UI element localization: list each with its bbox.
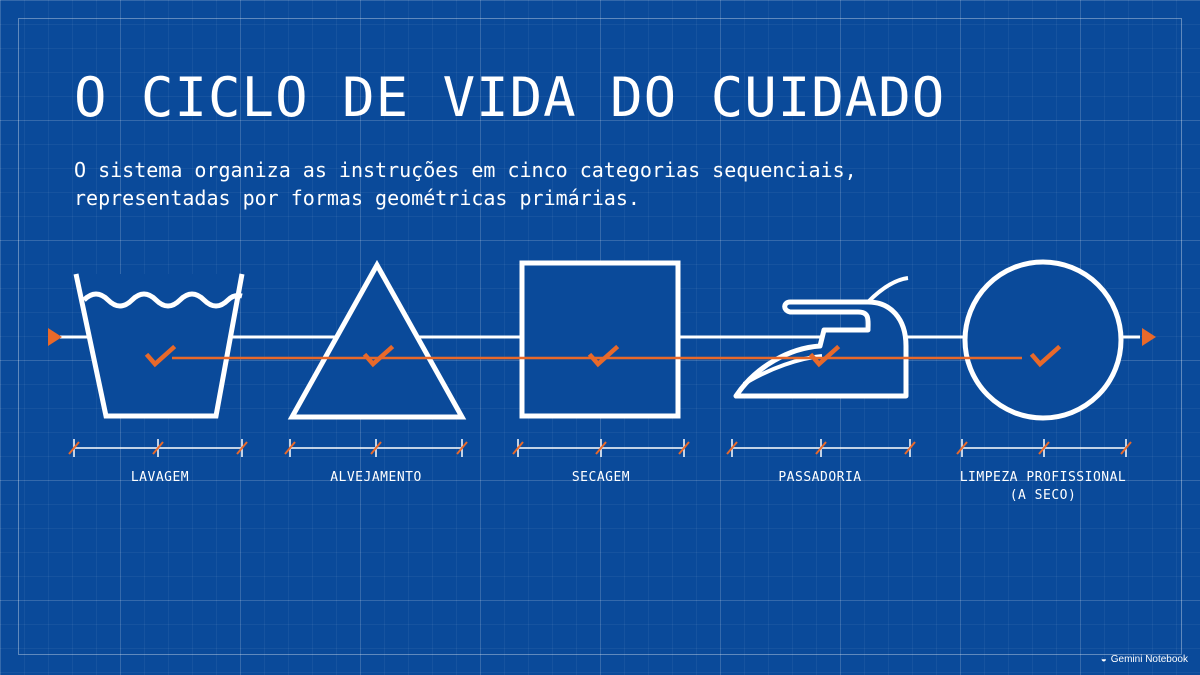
label-a-seco: (A SECO): [1010, 488, 1077, 503]
scale-tick-mark: [512, 441, 524, 455]
flow-start-arrow-icon: [48, 328, 62, 346]
circle-icon: [962, 259, 1124, 421]
scale-tick-mark: [1038, 441, 1050, 455]
check-icon: [362, 344, 395, 368]
label-lavagem: LAVAGEM: [131, 470, 189, 485]
iron-icon: [733, 276, 909, 399]
flow-end-arrow-icon: [1142, 328, 1156, 346]
dimension-scales: [68, 439, 1132, 457]
blueprint-frame: [18, 18, 1182, 655]
scale-tick-mark: [595, 441, 607, 455]
notebook-logo-icon: ◒: [1100, 654, 1107, 665]
check-icon: [144, 344, 177, 368]
brand-watermark: ◒ Gemini Notebook: [1101, 654, 1188, 665]
scale-tick-mark: [236, 441, 248, 455]
scale-tick-mark: [456, 441, 468, 455]
scale-tick-mark: [1120, 441, 1132, 455]
label-secagem: SECAGEM: [572, 470, 630, 485]
subtitle-line-1: O sistema organiza as instruções em cinc…: [74, 158, 857, 182]
label-passadoria: PASSADORIA: [778, 470, 861, 485]
scale-tick-mark: [284, 441, 296, 455]
check-icon: [1029, 344, 1062, 368]
brand-text: Gemini Notebook: [1110, 654, 1188, 665]
scale-tick-mark: [370, 441, 382, 455]
scale-tick-mark: [678, 441, 690, 455]
label-alvejamento: ALVEJAMENTO: [330, 470, 422, 485]
page-title: O CICLO DE VIDA DO CUIDADO: [74, 66, 946, 129]
subtitle: O sistema organiza as instruções em cinc…: [74, 156, 1034, 212]
check-icon: [587, 344, 620, 368]
square-icon: [519, 260, 681, 419]
subtitle-line-2: representadas por formas geométricas pri…: [74, 186, 640, 210]
scale-tick-mark: [904, 441, 916, 455]
triangle-icon: [287, 259, 467, 420]
label-limpeza-profissional: LIMPEZA PROFISSIONAL: [960, 470, 1127, 485]
scale-tick-mark: [956, 441, 968, 455]
scale-tick-mark: [152, 441, 164, 455]
scale-tick-mark: [726, 441, 738, 455]
washtub-icon: [73, 273, 245, 419]
scale-tick-mark: [815, 441, 827, 455]
check-icon: [808, 344, 841, 368]
scale-tick-mark: [68, 441, 80, 455]
